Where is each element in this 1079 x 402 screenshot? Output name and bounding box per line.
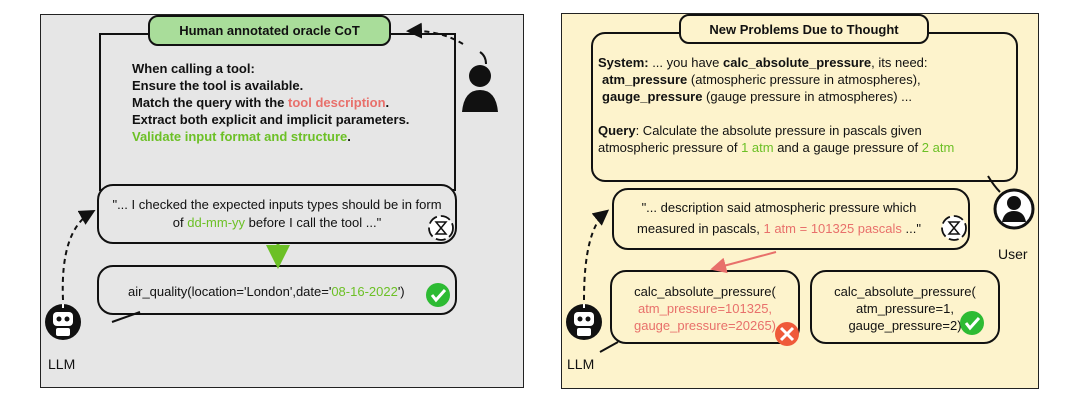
cot-line-5-end: . bbox=[347, 129, 351, 144]
system-text-1: ... you have bbox=[648, 55, 724, 70]
left-thinking-icon bbox=[428, 215, 454, 241]
oracle-cot-box bbox=[99, 33, 456, 191]
wrong-call-line-1: calc_absolute_pressure( bbox=[634, 284, 776, 299]
atm-pressure-desc: (atmospheric pressure in atmospheres), bbox=[687, 72, 921, 87]
atm-pressure-param: atm_pressure bbox=[602, 72, 688, 87]
right-call-line-1: calc_absolute_pressure( bbox=[834, 284, 976, 299]
query-line-2: atmospheric pressure of 1 atm and a gaug… bbox=[598, 139, 954, 156]
gauge-pressure-param: gauge_pressure bbox=[602, 89, 703, 104]
wrong-call-bubble bbox=[610, 270, 800, 344]
new-problems-title: New Problems Due to Thought bbox=[679, 14, 929, 44]
cot-line-3: Match the query with the tool descriptio… bbox=[132, 94, 389, 111]
annotator-to-title-arrow bbox=[406, 22, 464, 45]
right-thought-end: ..." bbox=[901, 221, 921, 236]
system-line-1: System: ... you have calc_absolute_press… bbox=[598, 54, 928, 71]
wrong-call-bubble-tail bbox=[599, 341, 619, 353]
left-thought-bubble bbox=[97, 184, 457, 244]
conversion-highlight: 1 atm = 101325 pascals bbox=[763, 221, 902, 236]
query-text-1: : Calculate the absolute pressure in pas… bbox=[635, 123, 922, 138]
left-llm-robot-icon bbox=[45, 304, 81, 340]
system-bubble-tail bbox=[987, 175, 1001, 193]
cot-line-3-end: . bbox=[385, 95, 390, 110]
left-llm-to-thought-arrow bbox=[61, 210, 96, 301]
gauge-value-highlight: 2 atm bbox=[921, 140, 955, 155]
user-icon bbox=[993, 188, 1035, 230]
left-thought-of: of bbox=[172, 215, 188, 230]
right-llm-label: LLM bbox=[567, 356, 595, 372]
right-call-line-3: gauge_pressure=2) bbox=[848, 318, 962, 333]
tool-description-highlight: tool description bbox=[288, 95, 386, 110]
cot-line-3-text: Match the query with the bbox=[132, 95, 289, 110]
query-line-1: Query: Calculate the absolute pressure i… bbox=[598, 122, 922, 139]
system-line-3: gauge_pressure (gauge pressure in atmosp… bbox=[602, 88, 912, 105]
right-thought-text: measured in pascals, bbox=[637, 221, 764, 236]
date-format-highlight: dd-mm-yy bbox=[187, 215, 246, 230]
gauge-pressure-desc: (gauge pressure in atmospheres) ... bbox=[702, 89, 912, 104]
right-llm-robot-icon bbox=[566, 304, 602, 340]
right-thought-line-2: measured in pascals, 1 atm = 101325 pasc… bbox=[614, 220, 944, 237]
right-thinking-icon bbox=[941, 215, 967, 241]
right-call-line-2: atm_pressure=1, bbox=[856, 301, 954, 316]
user-label: User bbox=[998, 246, 1028, 262]
query-text-3: and a gauge pressure of bbox=[773, 140, 922, 155]
validate-highlight: Validate input format and structure bbox=[132, 129, 348, 144]
human-annotator-icon bbox=[462, 51, 498, 112]
right-llm-to-thought-arrow bbox=[583, 209, 610, 301]
wrong-call-line-3: gauge_pressure=20265) bbox=[633, 318, 777, 333]
wrong-cross-icon bbox=[775, 322, 799, 346]
system-label: System: bbox=[598, 55, 649, 70]
left-tool-call-tail: ') bbox=[397, 284, 405, 299]
system-text-2: , its need: bbox=[871, 55, 928, 70]
right-check-icon bbox=[960, 311, 984, 335]
cot-line-1: When calling a tool: bbox=[132, 61, 255, 76]
left-tool-call: air_quality(location='London',date='08-1… bbox=[128, 283, 405, 300]
wrong-call-line-2: atm_pressure=101325, bbox=[637, 301, 773, 316]
query-label: Query bbox=[598, 123, 636, 138]
oracle-cot-title: Human annotated oracle CoT bbox=[148, 15, 391, 46]
left-check-icon bbox=[426, 283, 450, 307]
right-thought-bubble bbox=[612, 188, 970, 250]
left-thought-line-2: of dd-mm-yy before I call the tool ..." bbox=[100, 214, 454, 231]
tool-name: calc_absolute_pressure bbox=[723, 55, 872, 70]
system-line-2: atm_pressure (atmospheric pressure in at… bbox=[602, 71, 921, 88]
atm-value-highlight: 1 atm bbox=[741, 140, 774, 155]
cot-line-5: Validate input format and structure. bbox=[132, 128, 351, 145]
left-tool-call-head: air_quality(location='London',date=' bbox=[128, 284, 332, 299]
query-text-2: atmospheric pressure of bbox=[598, 140, 742, 155]
date-value-highlight: 08-16-2022 bbox=[331, 284, 398, 299]
left-call-bubble-tail bbox=[111, 311, 141, 323]
right-thought-line-1: "... description said atmospheric pressu… bbox=[641, 200, 917, 215]
left-llm-label: LLM bbox=[48, 356, 76, 372]
left-call-bubble bbox=[97, 265, 457, 315]
cot-line-2: Ensure the tool is available. bbox=[132, 78, 304, 93]
left-thought-end: before I call the tool ..." bbox=[245, 215, 382, 230]
right-flow-arrow bbox=[710, 251, 777, 274]
cot-line-4: Extract both explicit and implicit param… bbox=[132, 112, 410, 127]
left-thought-line-1: "... I checked the expected inputs types… bbox=[112, 197, 442, 212]
